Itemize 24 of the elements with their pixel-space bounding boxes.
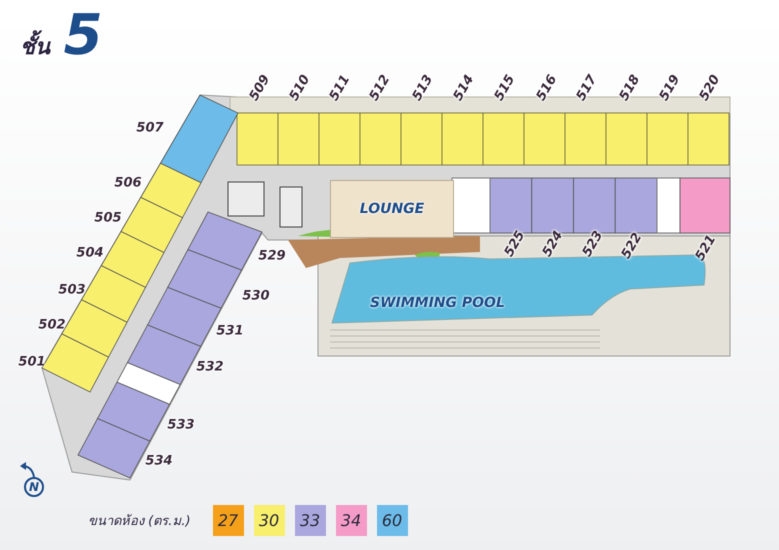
legend-swatch: 34 <box>336 505 367 536</box>
unit-number: 534 <box>145 454 173 468</box>
unit-number: 505 <box>94 212 122 224</box>
unit-number: 502 <box>38 318 66 332</box>
legend-swatch: 33 <box>294 505 326 536</box>
unit-number: 504 <box>76 246 104 260</box>
unit-number: 531 <box>216 324 244 338</box>
unit-number: 530 <box>242 290 270 302</box>
unit-number: 503 <box>58 284 86 296</box>
unit-number: 501 <box>18 356 46 368</box>
unit-number: 529 <box>258 250 286 262</box>
unit-number: 506 <box>114 176 142 190</box>
unit-number: 533 <box>167 418 195 432</box>
legend-swatch: 27 <box>212 505 244 536</box>
legend-swatch: 30 <box>254 505 285 536</box>
floor-title: ชั้น 5 <box>20 8 103 64</box>
lounge-area <box>330 180 454 238</box>
north-label: N <box>24 477 44 497</box>
legend-heading: ขนาดห้อง (ตร.ม.) <box>88 513 191 531</box>
area-label: SWIMMING POOL <box>370 295 505 311</box>
unit-number: 532 <box>196 360 224 374</box>
unit-number: 507 <box>136 122 164 134</box>
area-label: LOUNGE <box>360 201 424 217</box>
legend-swatch: 60 <box>376 505 408 536</box>
